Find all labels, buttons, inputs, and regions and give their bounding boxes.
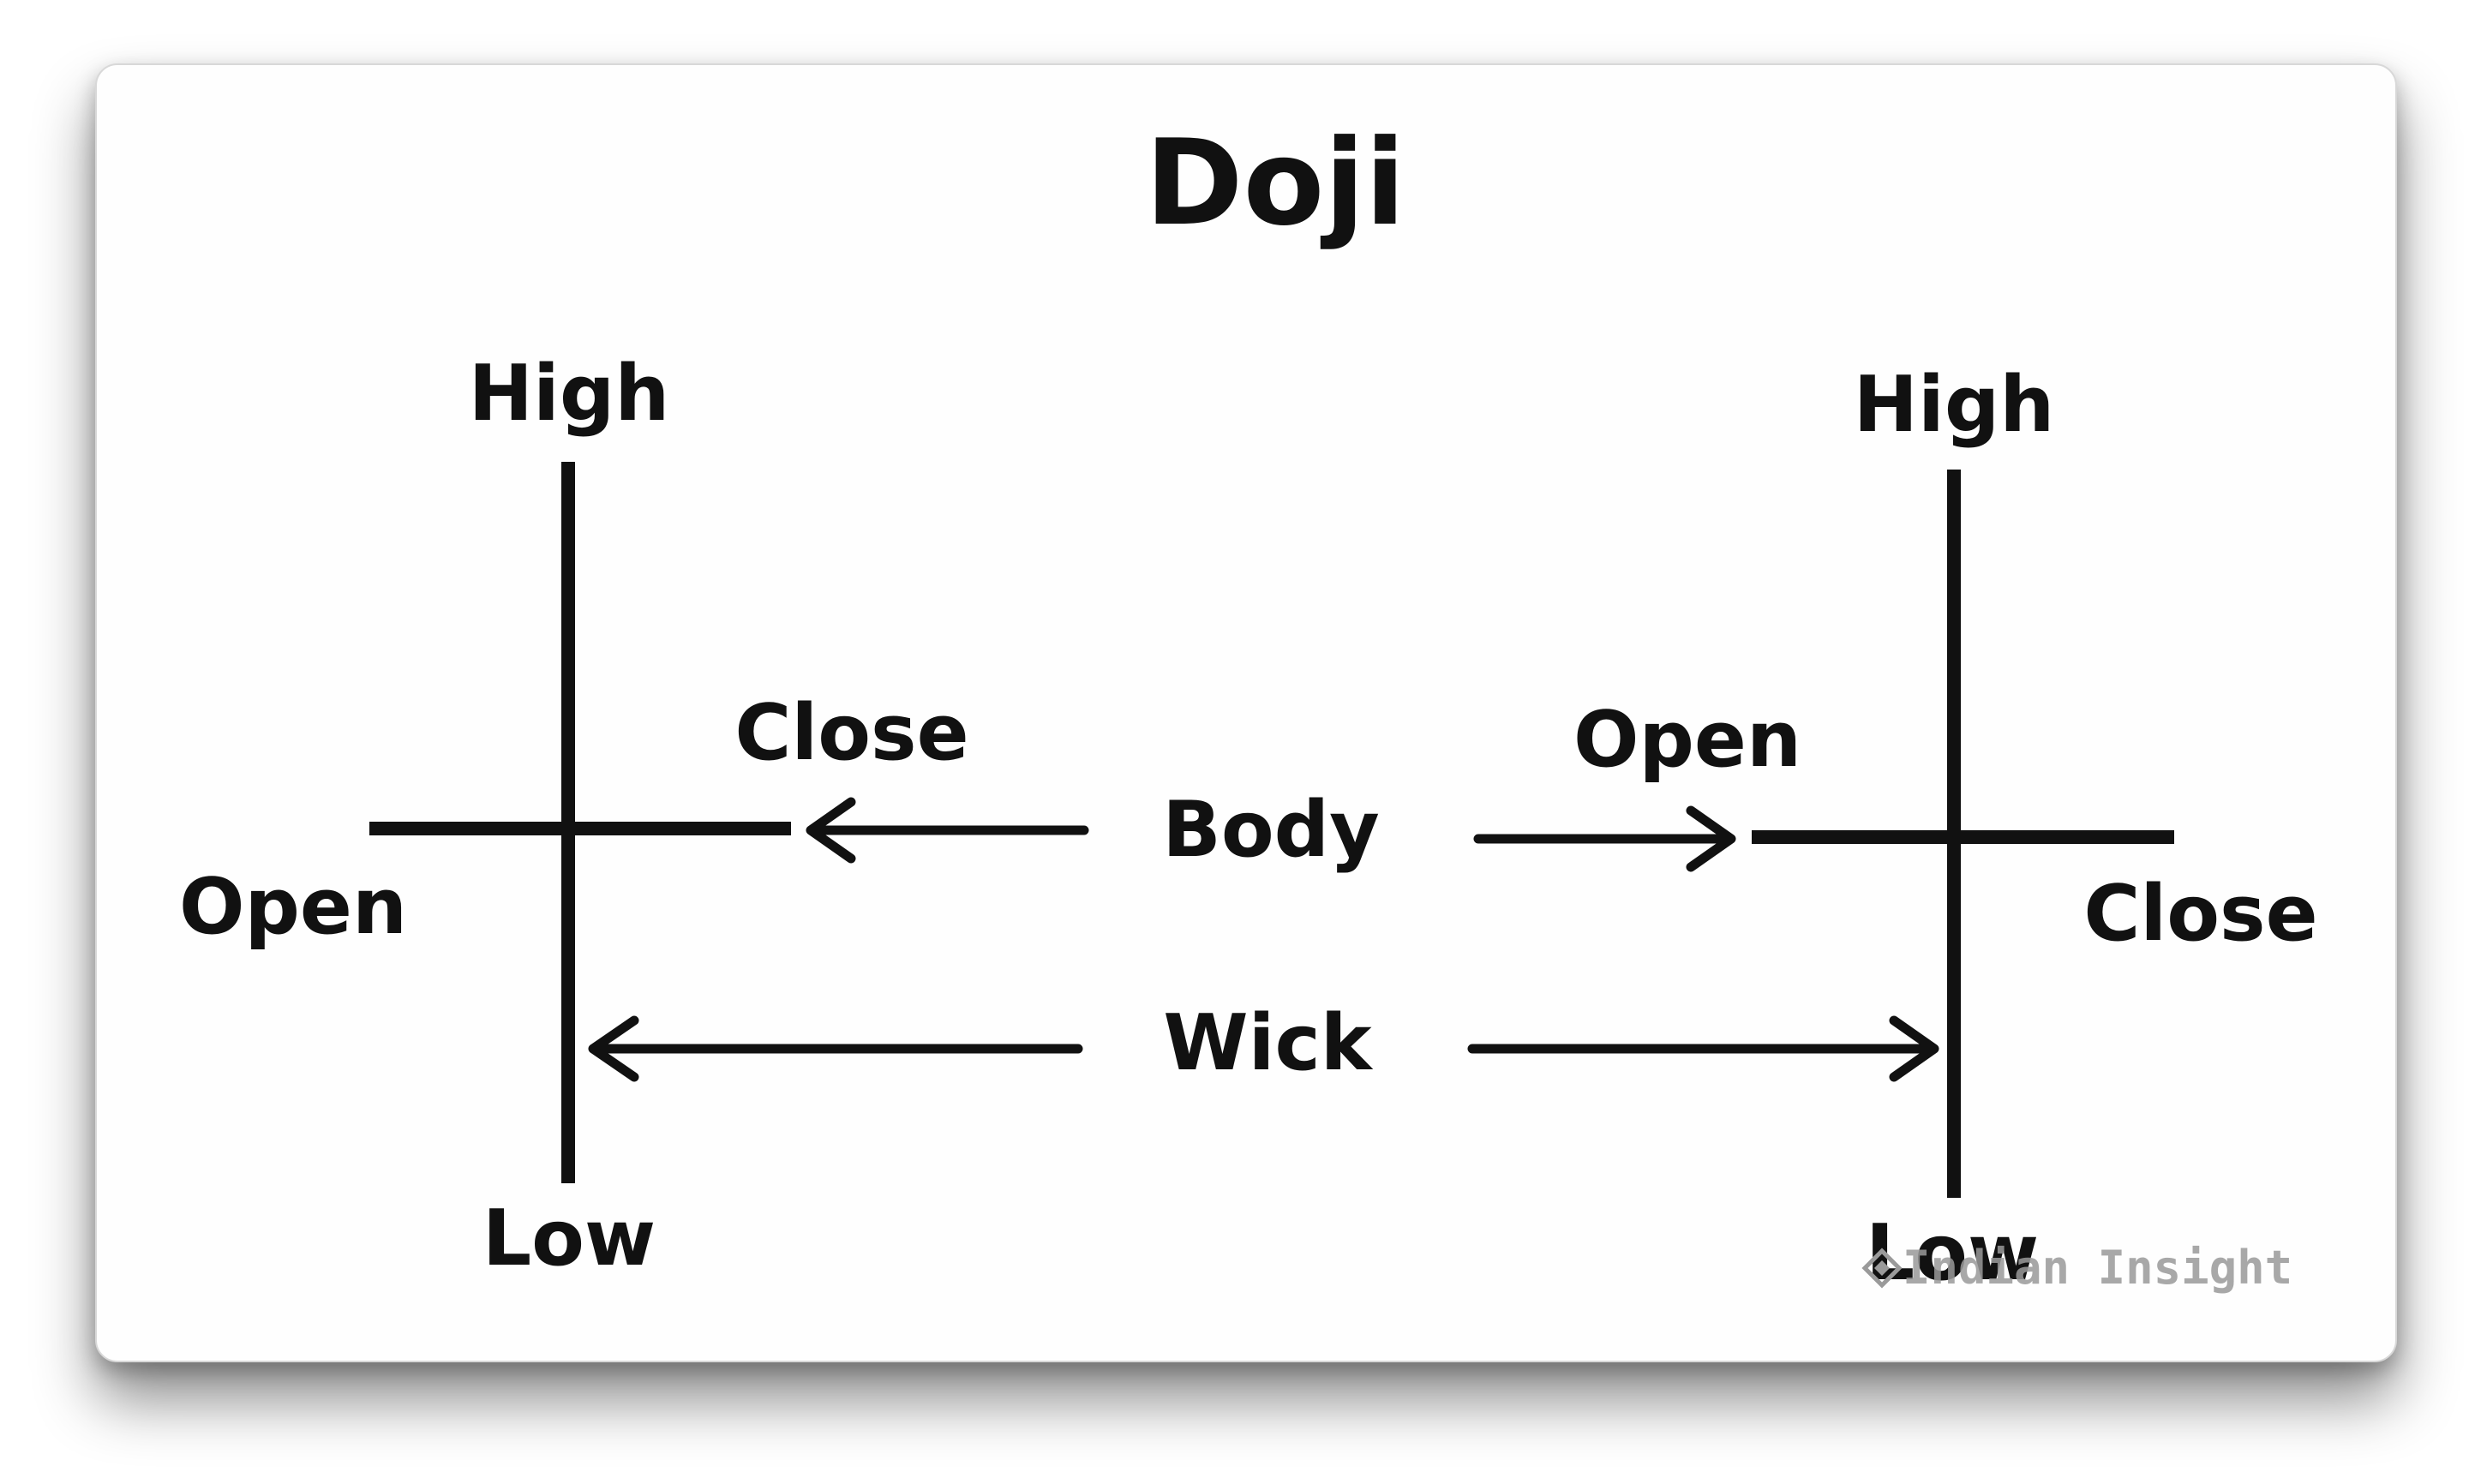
right-close-label: Close xyxy=(2083,869,2317,959)
diagram-title: Doji xyxy=(1145,114,1405,252)
wick-arrow-right xyxy=(1467,1015,1939,1082)
diamond-logo-icon xyxy=(1861,1248,1903,1289)
right-low-label: Low xyxy=(1866,1208,2039,1298)
left-low-label: Low xyxy=(482,1194,656,1284)
wick-label: Wick xyxy=(1163,998,1373,1088)
left-open-label: Open xyxy=(179,862,407,952)
left-doji-candle: High Low Open Close xyxy=(179,349,969,1284)
body-arrow-right xyxy=(1473,805,1736,872)
body-label: Body xyxy=(1162,785,1380,875)
right-open-label: Open xyxy=(1573,695,1801,785)
watermark-text: Indian Insight xyxy=(1903,1241,2292,1295)
body-annotation: Body xyxy=(806,785,1736,875)
watermark: Indian Insight xyxy=(1861,1241,2292,1295)
wick-arrow-left xyxy=(588,1015,1083,1082)
doji-diagram: Doji High Low Open Close High Low Open C… xyxy=(179,114,2318,1298)
left-high-label: High xyxy=(469,349,670,439)
wick-annotation: Wick xyxy=(588,998,1939,1088)
right-high-label: High xyxy=(1854,360,2055,450)
diagram-card: Doji High Low Open Close High Low Open C… xyxy=(95,63,2397,1362)
body-arrow-left xyxy=(806,797,1089,864)
right-doji-candle: High Low Open Close xyxy=(1573,360,2318,1298)
left-close-label: Close xyxy=(734,688,968,778)
